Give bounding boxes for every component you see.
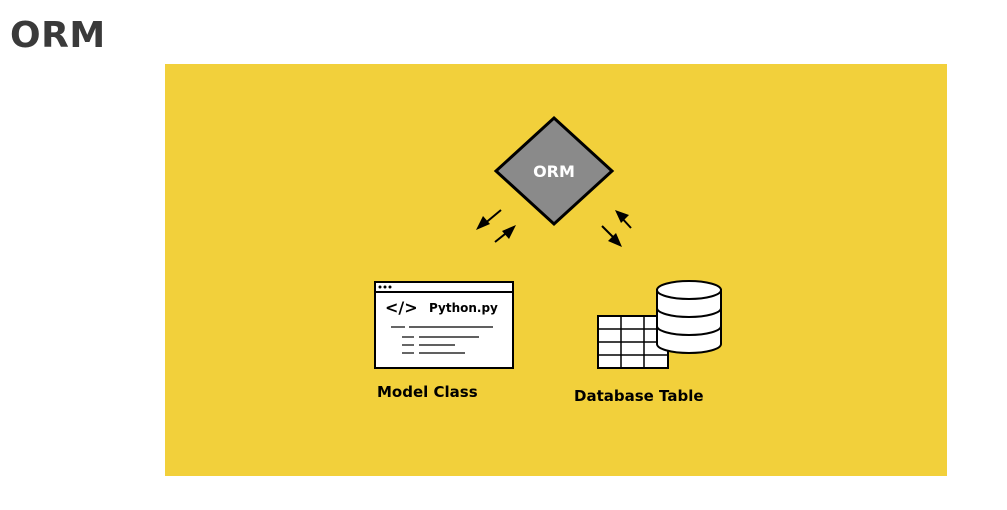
arrow-down-right-icon — [601, 225, 622, 247]
page-title: ORM — [10, 15, 106, 56]
window-dot-icon — [388, 285, 392, 289]
orm-diagram: ORM — [165, 64, 947, 476]
database-cylinder-icon — [656, 280, 722, 354]
left-arrows — [476, 209, 516, 243]
code-lines — [391, 326, 493, 354]
code-brackets-icon: </> — [385, 298, 418, 317]
database-table-label: Database Table — [574, 387, 704, 405]
orm-node-label: ORM — [533, 162, 575, 181]
orm-diamond-shape — [493, 115, 615, 227]
python-filename: Python.py — [429, 301, 498, 315]
arrow-up-left-icon — [615, 210, 632, 229]
right-arrows — [601, 210, 632, 247]
window-frame — [374, 281, 514, 369]
window-dot-icon — [383, 285, 387, 289]
window-dot-icon — [378, 285, 382, 289]
model-class-label: Model Class — [377, 383, 478, 401]
orm-node: ORM — [493, 115, 615, 227]
python-file-window: </> Python.py — [374, 281, 514, 369]
arrow-down-left-icon — [476, 209, 502, 230]
arrow-up-right-icon — [494, 225, 516, 243]
diagram-canvas: ORM — [165, 64, 947, 476]
database-icon — [597, 280, 722, 369]
